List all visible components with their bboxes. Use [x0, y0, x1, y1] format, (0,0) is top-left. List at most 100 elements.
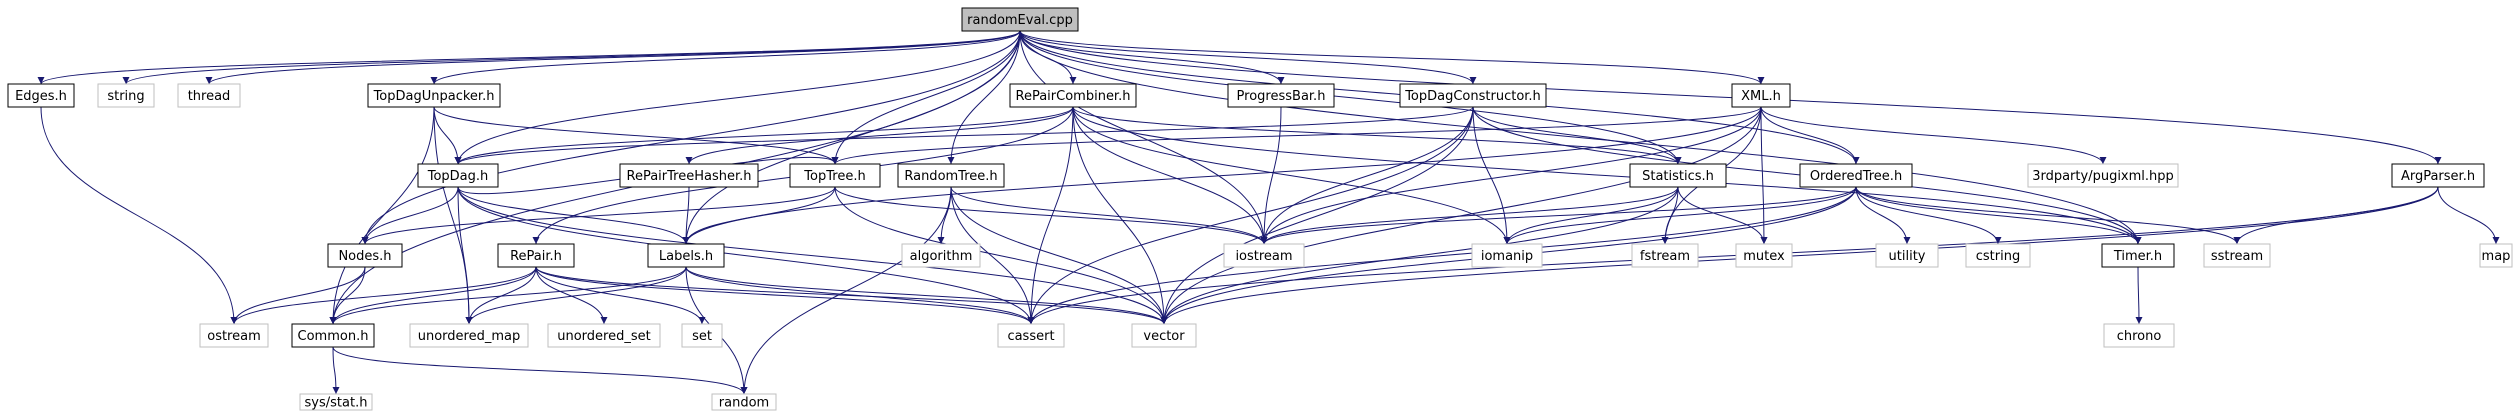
node-ArgParser[interactable]: ArgParser.h	[2391, 163, 2485, 188]
node-label: map	[2482, 249, 2511, 264]
node-Edges[interactable]: Edges.h	[7, 83, 75, 108]
node-box	[1009, 83, 1137, 108]
edge-RePair-to-cassert	[535, 266, 1035, 325]
edge-randomEval-to-iostream	[1019, 30, 1268, 245]
edge-XML-to-pugixml	[1760, 106, 2107, 165]
node-box	[901, 243, 981, 268]
node-RePairCombiner[interactable]: RePairCombiner.h	[1009, 83, 1137, 108]
node-box	[1223, 243, 1305, 268]
node-label: sstream	[2211, 249, 2263, 264]
node-box	[1965, 243, 2031, 268]
node-box	[7, 83, 75, 108]
edge-RePairCombiner-to-Statistics	[1072, 106, 1682, 165]
edge-Common-to-sysstat	[332, 346, 340, 395]
edge-randomEval-to-Timer	[1019, 30, 2142, 245]
node-label: 3rdparty/pugixml.hpp	[2032, 169, 2174, 184]
node-label: Timer.h	[2113, 249, 2162, 264]
edge-RePairCombiner-to-TopDag	[454, 106, 1074, 165]
node-TopDagConstructor[interactable]: TopDagConstructor.h	[1399, 83, 1547, 108]
node-string: string	[97, 83, 155, 108]
edge-XML-to-TopTree	[831, 106, 1762, 165]
node-label: string	[107, 89, 144, 104]
edge-ArgParser-to-cassert	[1027, 186, 2439, 325]
node-ProgressBar[interactable]: ProgressBar.h	[1227, 83, 1335, 108]
node-mutex: mutex	[1735, 243, 1793, 268]
node-label: OrderedTree.h	[1810, 169, 1902, 184]
node-label: algorithm	[910, 249, 973, 264]
edge-TopDagConstructor-to-Statistics	[1472, 106, 1682, 165]
node-RePairTreeHasher[interactable]: RePairTreeHasher.h	[619, 163, 759, 188]
edge-RePair-to-vector	[535, 266, 1168, 325]
node-vector: vector	[1131, 323, 1197, 348]
node-box	[1731, 83, 1791, 108]
node-label: Edges.h	[15, 89, 67, 104]
edge-randomEval-to-Nodes	[361, 30, 1021, 245]
node-RePair[interactable]: RePair.h	[497, 243, 575, 268]
node-cassert: cassert	[997, 323, 1065, 348]
edge-Edges-to-ostream	[40, 106, 238, 325]
edge-ArgParser-to-map	[2437, 186, 2500, 245]
node-TopDagUnpacker[interactable]: TopDagUnpacker.h	[367, 83, 501, 108]
edge-Statistics-to-fstream	[1661, 186, 1679, 245]
node-RandomTree[interactable]: RandomTree.h	[897, 163, 1005, 188]
node-box	[1799, 163, 1913, 188]
node-randomEval[interactable]: randomEval.cpp	[961, 7, 1079, 32]
node-OrderedTree[interactable]: OrderedTree.h	[1799, 163, 1913, 188]
edge-RePairCombiner-to-iomanip	[1072, 106, 1511, 245]
node-box	[961, 7, 1079, 32]
edge-RePairCombiner-to-RePairTreeHasher	[685, 106, 1074, 165]
node-label: unordered_set	[557, 329, 650, 344]
edge-TopDag-to-Nodes	[361, 186, 459, 245]
node-box	[327, 243, 403, 268]
node-unordered_set: unordered_set	[547, 323, 661, 348]
node-label: TopTree.h	[803, 169, 865, 184]
edge-randomEval-to-RandomTree	[947, 30, 1021, 165]
node-box	[897, 163, 1005, 188]
edge-TopDag-to-unordered_map	[457, 186, 473, 325]
edge-RePairTreeHasher-to-Labels	[682, 186, 690, 245]
node-XML[interactable]: XML.h	[1731, 83, 1791, 108]
edge-OrderedTree-to-iomanip	[1503, 186, 1857, 245]
edge-OrderedTree-to-Timer	[1855, 186, 2142, 245]
node-box	[299, 393, 373, 411]
edge-RePair-to-set	[535, 266, 706, 325]
node-TopDag[interactable]: TopDag.h	[417, 163, 499, 188]
edge-TopDagUnpacker-to-TopDag	[433, 106, 462, 165]
node-box	[789, 163, 881, 188]
node-label: cassert	[1007, 329, 1054, 344]
node-box	[647, 243, 725, 268]
node-iomanip: iomanip	[1471, 243, 1543, 268]
edge-XML-to-vector	[1160, 106, 1762, 325]
node-label: set	[692, 329, 712, 344]
node-label: random	[719, 396, 769, 411]
edge-RandomTree-to-iostream	[950, 186, 1268, 245]
node-TopTree[interactable]: TopTree.h	[789, 163, 881, 188]
node-Labels[interactable]: Labels.h	[647, 243, 725, 268]
edge-randomEval-to-Statistics	[1019, 30, 1682, 165]
node-label: TopDagConstructor.h	[1404, 89, 1541, 104]
edge-Labels-to-vector	[685, 266, 1168, 325]
node-Common[interactable]: Common.h	[291, 323, 375, 348]
edge-TopDagConstructor-to-TopDag	[454, 106, 1474, 165]
node-box	[2391, 163, 2485, 188]
edge-RePairCombiner-to-vector	[1072, 106, 1168, 325]
edge-RePair-to-Common	[329, 266, 537, 325]
node-label: thread	[188, 89, 231, 104]
node-Nodes[interactable]: Nodes.h	[327, 243, 403, 268]
node-box	[497, 243, 575, 268]
edge-Labels-to-cassert	[685, 266, 1035, 325]
node-thread: thread	[177, 83, 241, 108]
edge-randomEval-to-thread	[205, 30, 1021, 85]
edge-TopDag-to-vector	[457, 186, 1168, 325]
node-box	[367, 83, 501, 108]
node-box	[2479, 243, 2513, 268]
node-label: iomanip	[1481, 249, 1533, 264]
edge-randomEval-to-ArgParser	[1019, 30, 2442, 165]
node-label: cstring	[1976, 249, 2020, 264]
node-Timer[interactable]: Timer.h	[2101, 243, 2175, 268]
edge-TopDagConstructor-to-iomanip	[1472, 106, 1511, 245]
node-label: ostream	[207, 329, 261, 344]
node-Statistics[interactable]: Statistics.h	[1629, 163, 1727, 188]
node-box	[681, 323, 723, 348]
